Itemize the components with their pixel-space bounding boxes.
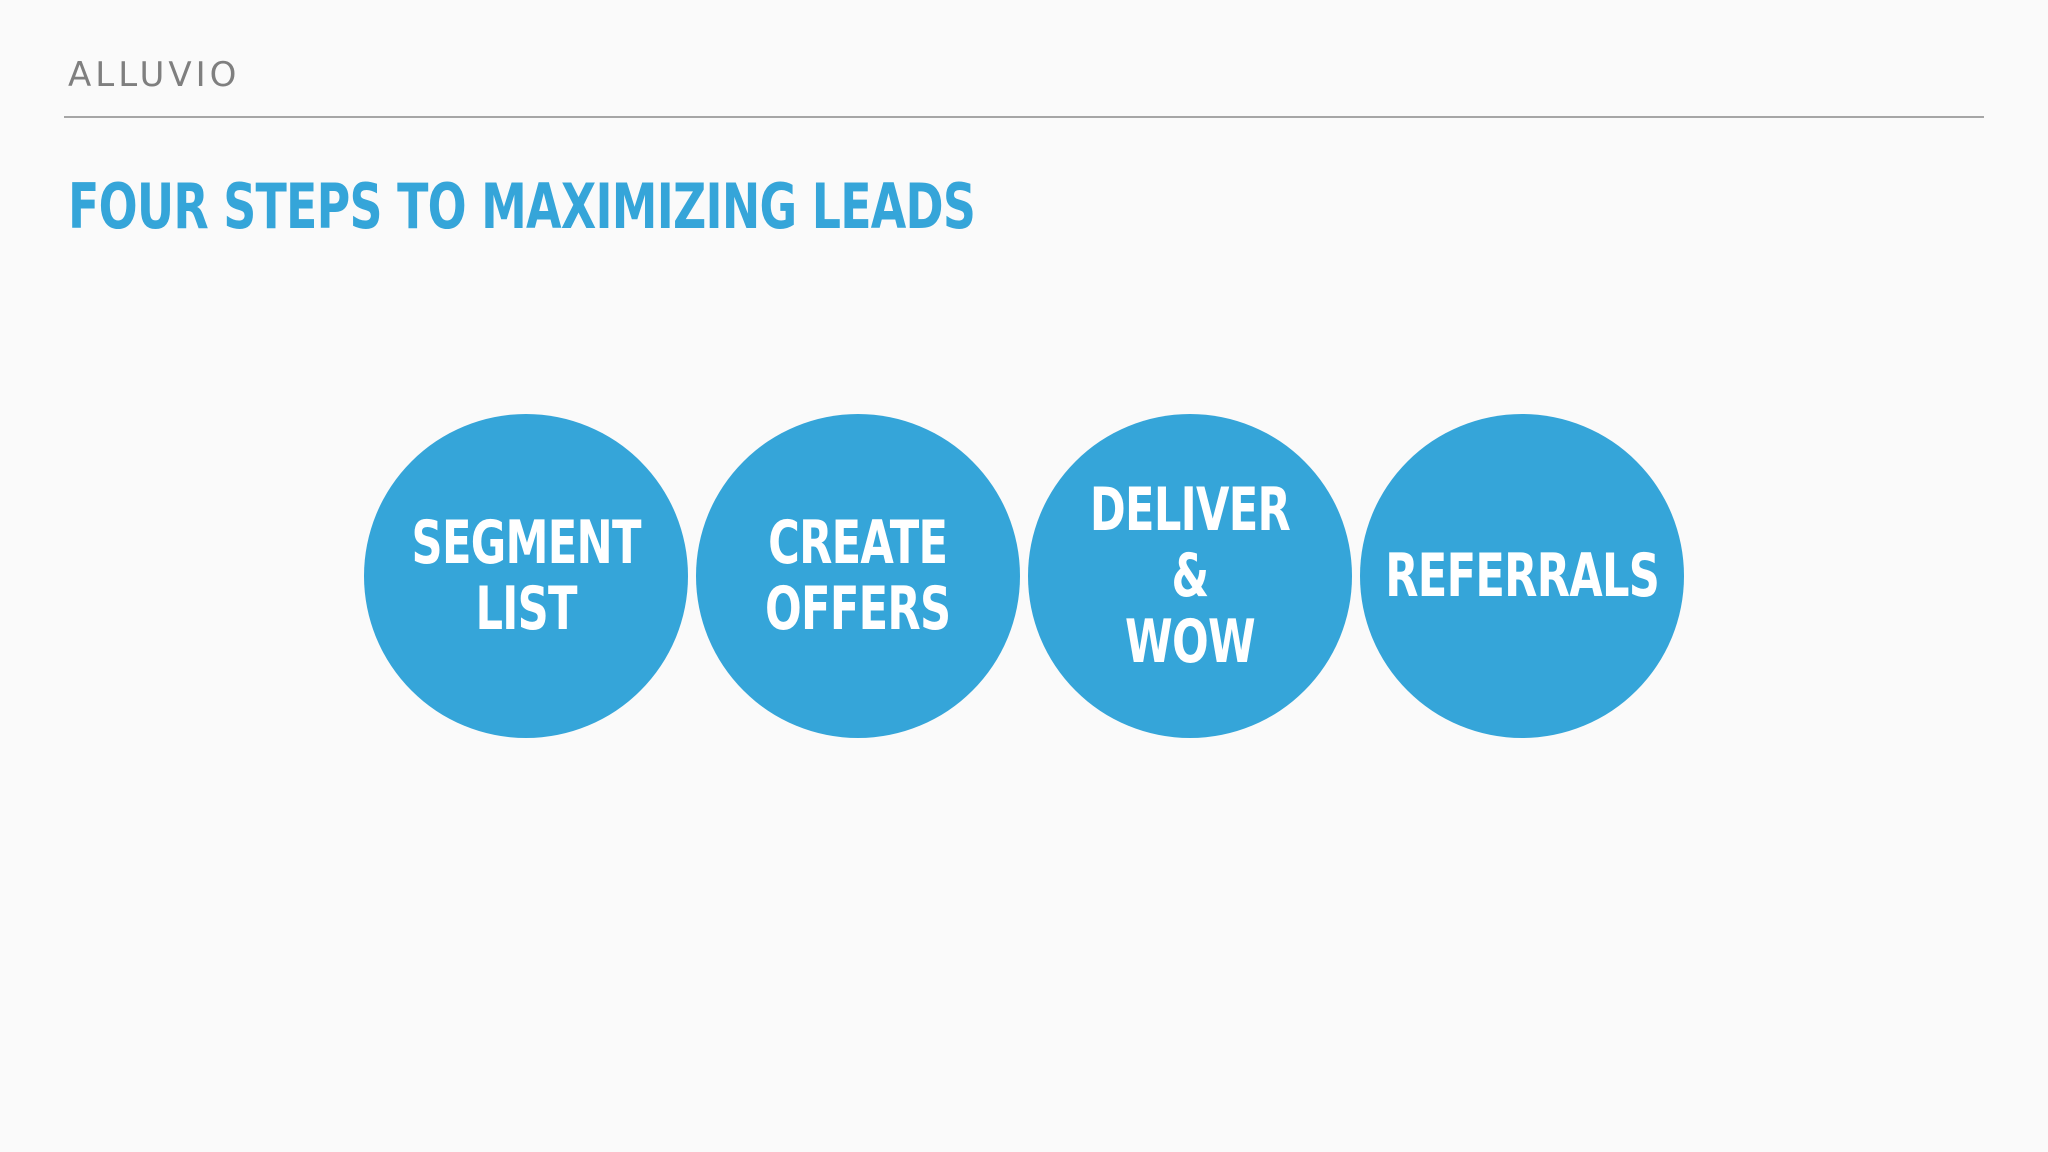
steps-diagram: SEGMENT LIST CREATE OFFERS DELIVER & WOW… — [364, 414, 1686, 738]
step-circle-create-offers: CREATE OFFERS — [696, 414, 1020, 738]
step-label: SEGMENT LIST — [411, 508, 641, 644]
step-circle-segment-list: SEGMENT LIST — [364, 414, 688, 738]
brand-logo-text: ALLUVIO — [68, 55, 241, 95]
step-circle-deliver-wow: DELIVER & WOW — [1028, 414, 1352, 738]
step-label: REFERRALS — [1385, 541, 1660, 611]
slide-title: FOUR STEPS TO MAXIMIZING LEADS — [68, 170, 976, 243]
header-divider — [64, 116, 1984, 118]
step-circle-referrals: REFERRALS — [1360, 414, 1684, 738]
step-label: DELIVER & WOW — [1089, 475, 1291, 677]
step-label: CREATE OFFERS — [765, 508, 951, 644]
